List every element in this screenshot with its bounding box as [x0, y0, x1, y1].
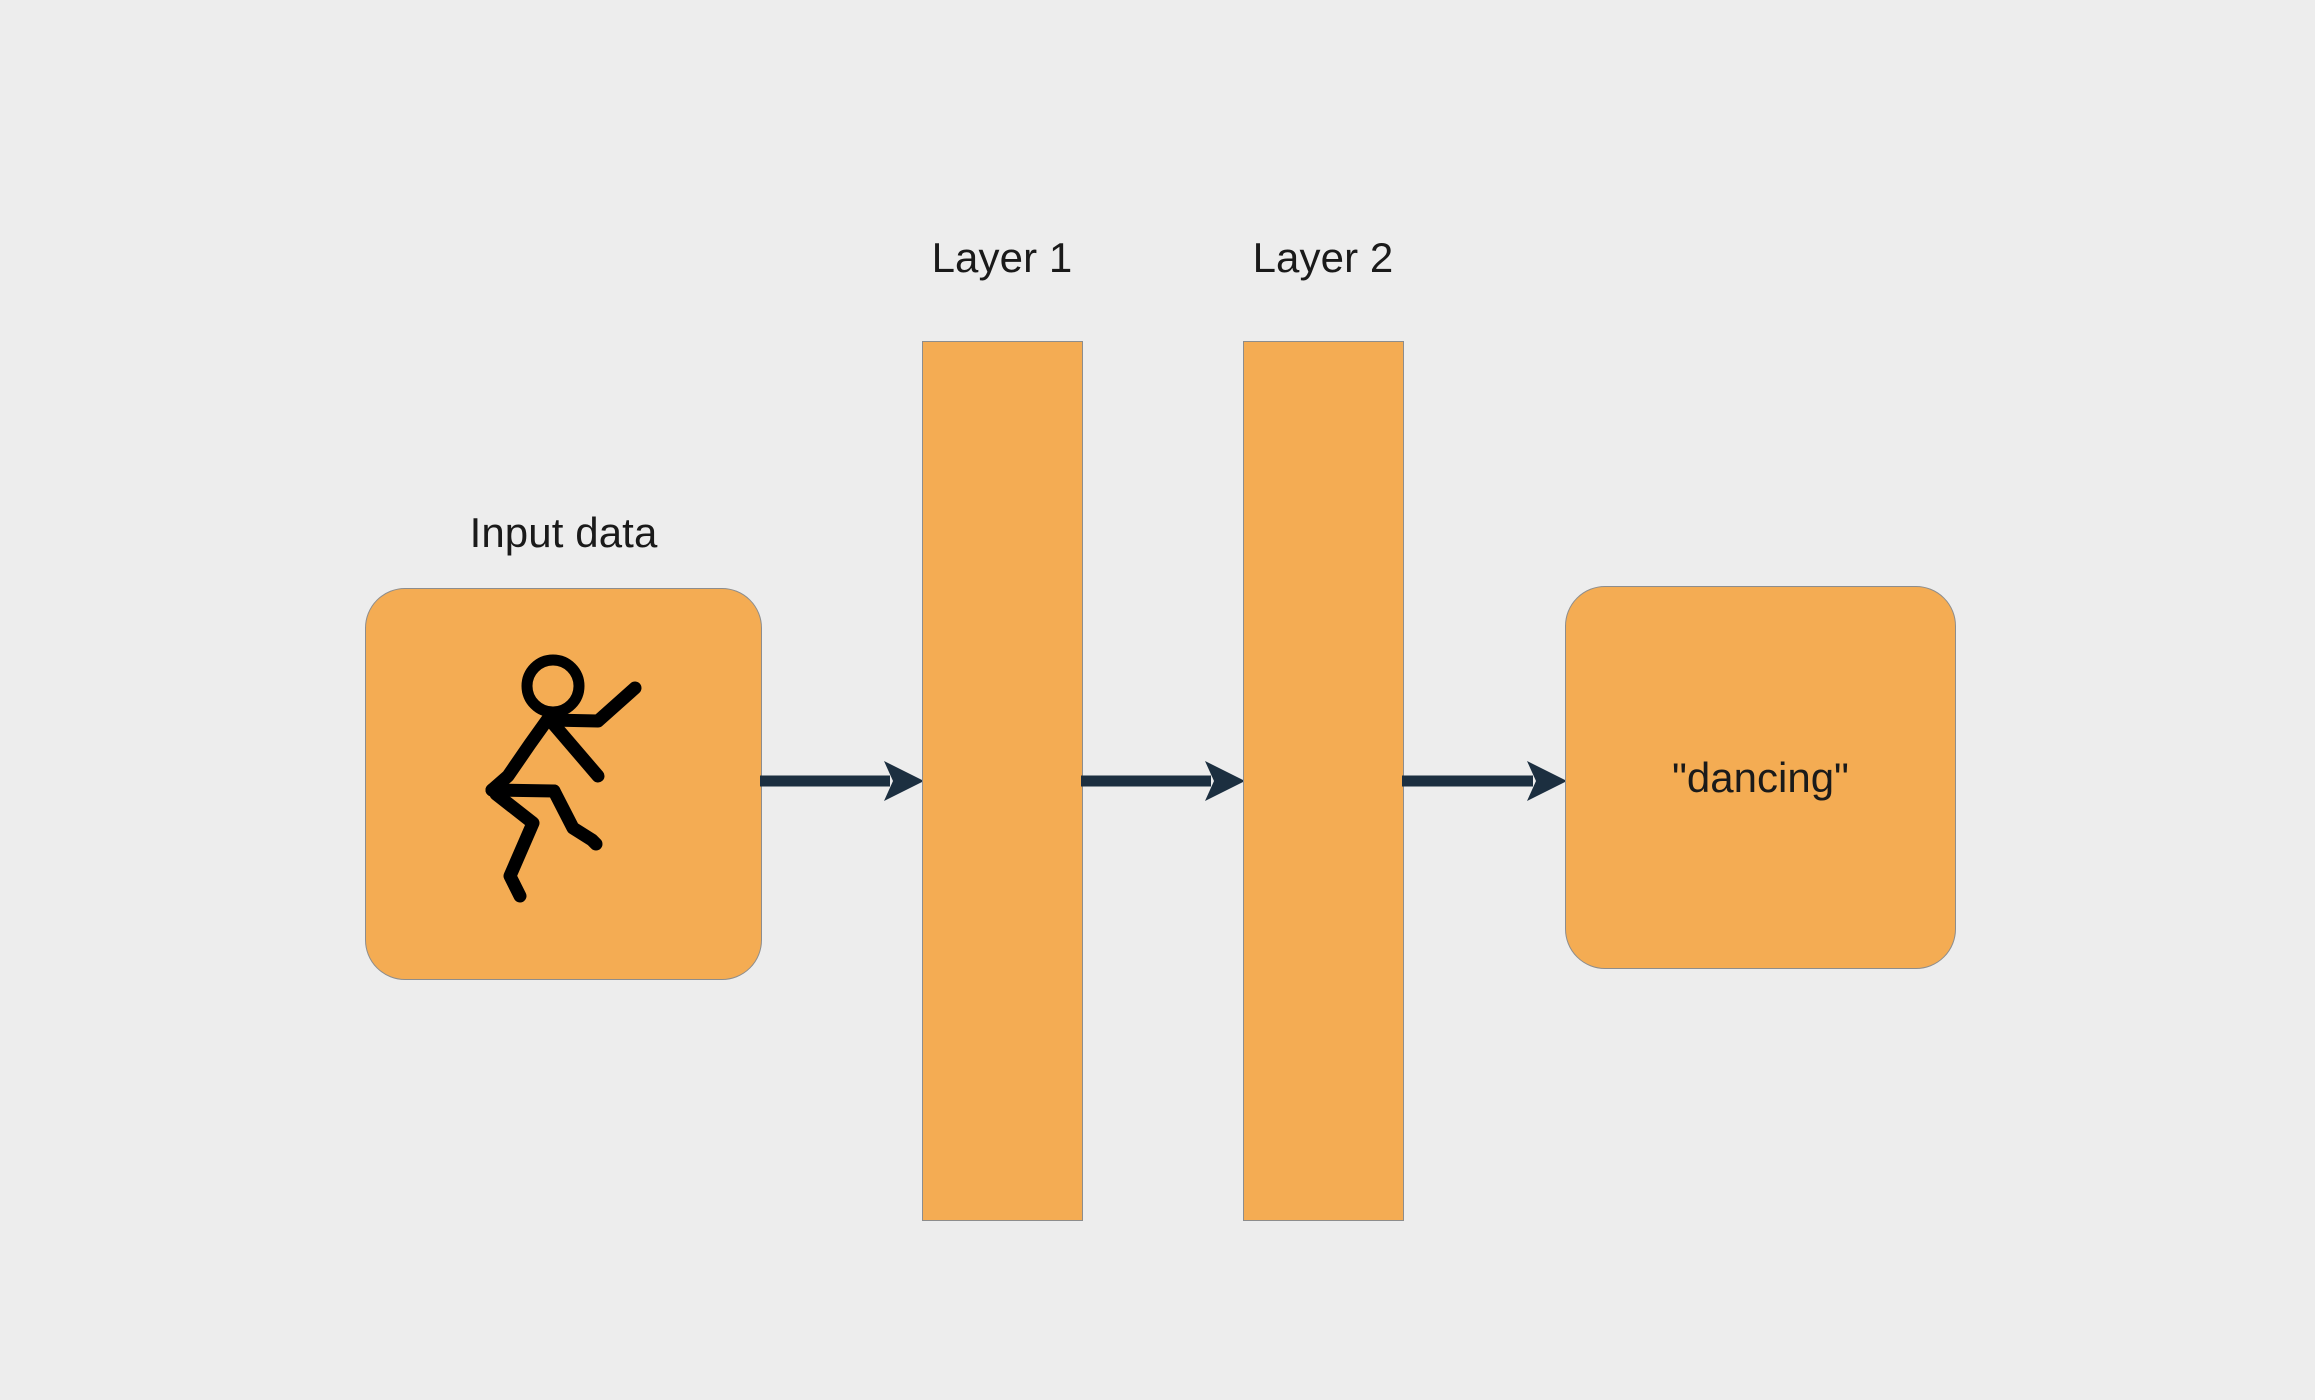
layer2-label: Layer 2: [1252, 234, 1394, 281]
output-label: "dancing": [1672, 753, 1849, 801]
arrow-layer2-to-output: [1402, 761, 1567, 801]
layer2-bar[interactable]: [1243, 341, 1404, 1221]
layer1-label: Layer 1: [931, 234, 1073, 281]
arrow-input-to-layer1: [760, 761, 924, 801]
output-box[interactable]: "dancing": [1565, 586, 1956, 969]
layer1-bar[interactable]: [922, 341, 1083, 1221]
arrow-layer1-to-layer2: [1081, 761, 1245, 801]
input-data-box[interactable]: [365, 588, 762, 980]
input-data-label: Input data: [469, 509, 658, 556]
dancing-stick-figure-icon: [485, 654, 642, 903]
